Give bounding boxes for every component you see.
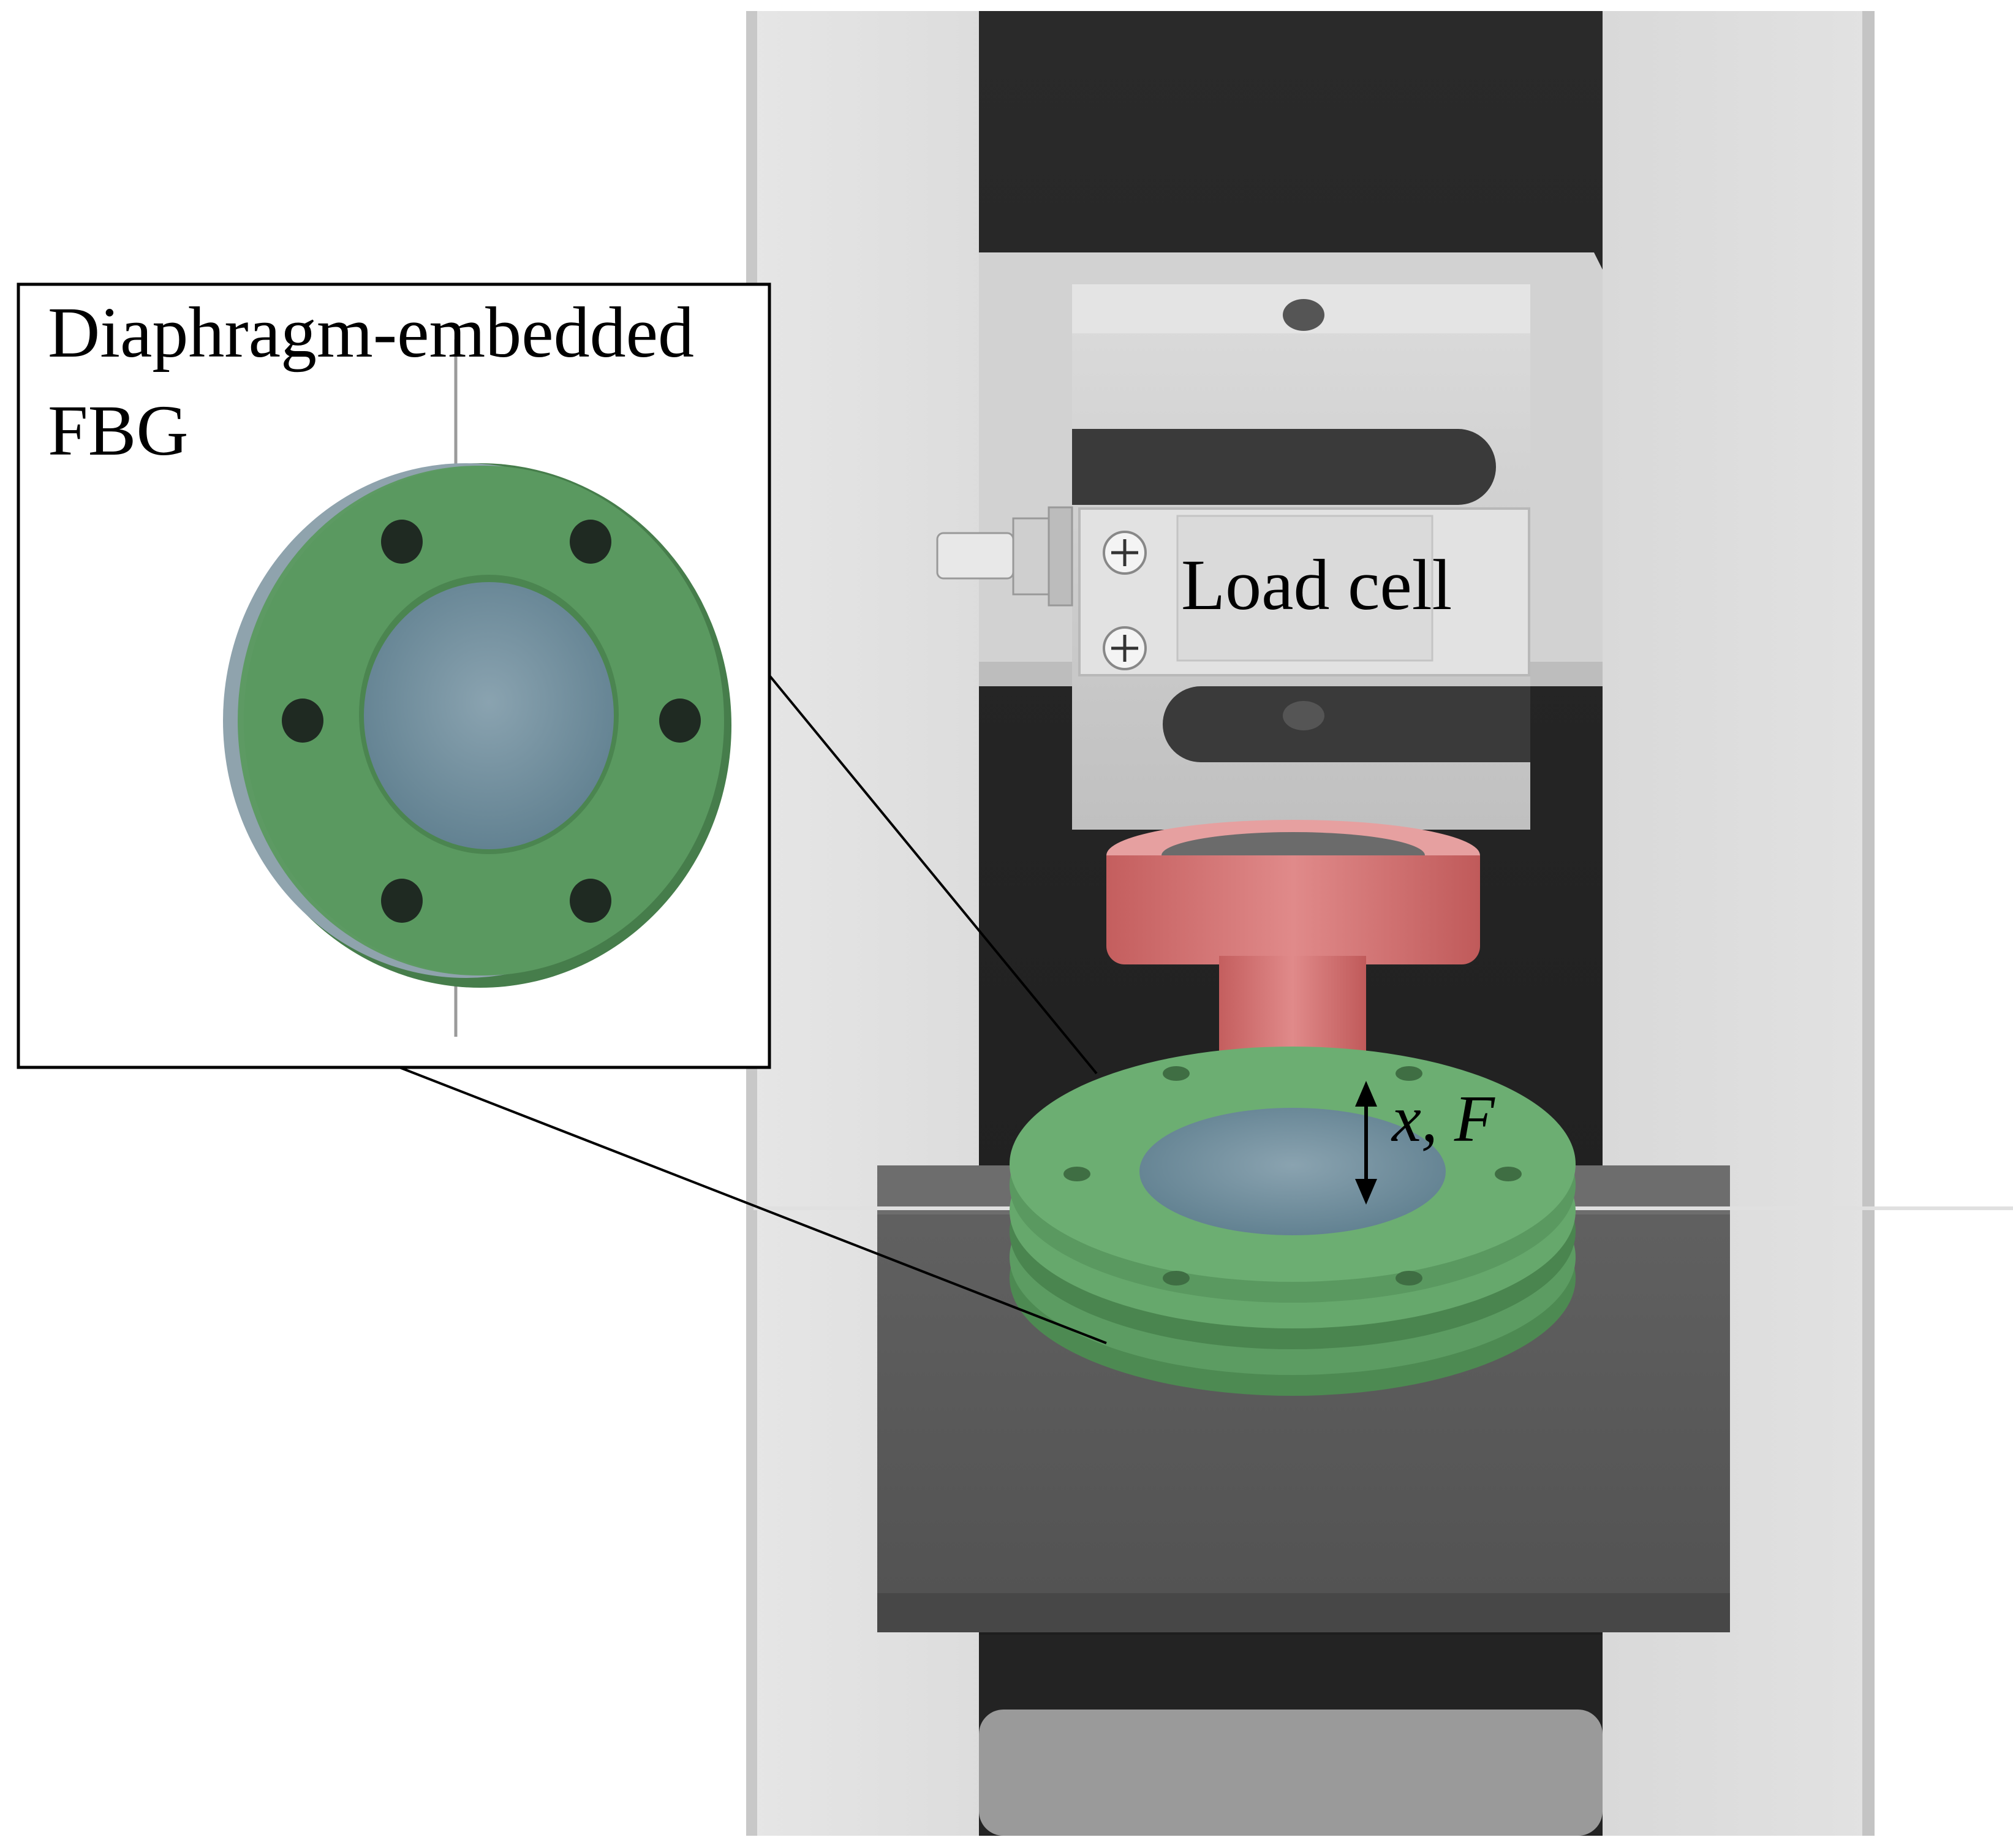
cable-connector: [936, 506, 1073, 607]
leader-line-lower: [399, 1066, 1107, 1344]
motion-label: x, F: [1392, 1083, 1495, 1156]
load-cell-slot-upper: [1072, 429, 1496, 505]
screw-icon: [1103, 531, 1147, 575]
load-cell-slot-lower: [1163, 686, 1530, 762]
load-cell-label: Load cell: [1181, 545, 1452, 625]
screw-icon: [1103, 626, 1147, 670]
diaphragm-holder: [1010, 1047, 1576, 1396]
motion-arrow-icon: [1355, 1081, 1377, 1205]
leader-line-upper: [767, 673, 1098, 1075]
inset-title-line1: Diaphragm-embedded: [48, 292, 695, 373]
load-cell: [936, 284, 1530, 830]
threaded-hole-icon: [1283, 701, 1324, 730]
threaded-hole-icon: [1283, 299, 1324, 331]
inset-title-line2: FBG: [48, 390, 189, 471]
inset-box: [17, 282, 771, 1069]
